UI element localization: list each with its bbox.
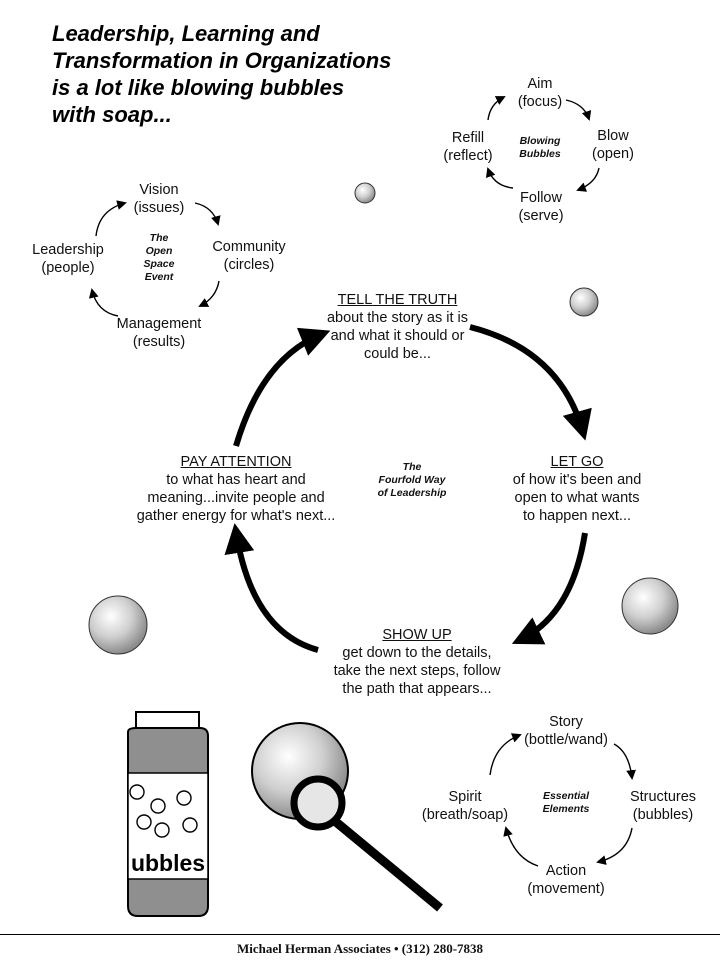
stage-pay-attention: PAY ATTENTION to what has heart and mean… [126, 453, 346, 525]
node-refill-title: Refill [451, 130, 485, 146]
bubble-small-right [569, 287, 599, 317]
stage-text: could be... [364, 346, 431, 362]
bubble-small-top [354, 182, 376, 204]
stage-text: take the next steps, follow [333, 663, 501, 679]
stage-text: get down to the details, [342, 645, 492, 661]
node-aim: Aim (focus) [490, 75, 590, 111]
node-spirit: Spirit (breath/soap) [410, 788, 520, 824]
stage-title: LET GO [550, 454, 604, 470]
node-aim-sub: (focus) [517, 94, 563, 110]
node-story: Story (bottle/wand) [506, 713, 626, 749]
stage-tell-the-truth: TELL THE TRUTH about the story as it is … [310, 291, 485, 363]
node-management-title: Management [116, 316, 202, 332]
bubble-wand-illustration [251, 722, 443, 912]
stage-text: and what it should or [330, 328, 465, 344]
node-leadership-sub: (people) [41, 260, 95, 276]
stage-title: PAY ATTENTION [180, 454, 292, 470]
stage-text: to happen next... [522, 508, 632, 524]
stage-text: to what has heart and [166, 472, 306, 488]
heading-line: Transformation in Organizations [52, 48, 392, 73]
node-follow-sub: (serve) [518, 208, 564, 224]
stage-text: open to what wants [514, 490, 640, 506]
node-follow: Follow (serve) [491, 189, 591, 225]
center-line: The [402, 461, 422, 473]
center-line: Open [145, 245, 173, 257]
stage-let-go: LET GO of how it's been and open to what… [497, 453, 657, 525]
center-line: Essential [542, 790, 590, 802]
node-community-sub: (circles) [223, 257, 275, 273]
node-structures: Structures (bubbles) [608, 788, 718, 824]
center-line: Event [144, 271, 174, 283]
center-line: of Leadership [377, 487, 447, 499]
bubbles-cycle-center: Blowing Bubbles [500, 135, 580, 161]
node-management: Management (results) [104, 315, 214, 351]
fourfold-cycle-arrows [224, 324, 592, 653]
node-leadership: Leadership (people) [18, 241, 118, 277]
heading-line: with soap... [52, 102, 172, 127]
node-spirit-sub: (breath/soap) [421, 807, 509, 823]
center-line: Elements [542, 803, 590, 815]
node-action: Action (movement) [506, 862, 626, 898]
node-story-title: Story [549, 714, 583, 730]
open-space-cycle-center: The Open Space Event [119, 232, 199, 284]
bubble-medium-right [621, 577, 679, 635]
heading-line: is a lot like blowing bubbles [52, 75, 345, 100]
stage-show-up: SHOW UP get down to the details, take th… [315, 626, 519, 698]
node-refill-sub: (reflect) [443, 148, 493, 164]
center-line: Bubbles [519, 148, 561, 160]
stage-text: gather energy for what's next... [136, 508, 336, 524]
page-heading: Leadership, Learning and Transformation … [52, 20, 391, 128]
node-structures-sub: (bubbles) [632, 807, 694, 823]
node-vision: Vision (issues) [109, 181, 209, 217]
stage-text: about the story as it is [326, 310, 469, 326]
node-spirit-title: Spirit [448, 789, 482, 805]
stage-text: the path that appears... [342, 681, 492, 697]
node-vision-sub: (issues) [133, 200, 185, 216]
stage-text: of how it's been and [512, 472, 642, 488]
node-refill: Refill (reflect) [418, 129, 518, 165]
bubbles-cycle-arrows [485, 96, 600, 192]
node-story-sub: (bottle/wand) [524, 732, 608, 748]
node-follow-title: Follow [520, 190, 562, 206]
footer-divider [0, 934, 720, 935]
node-leadership-title: Leadership [32, 242, 104, 258]
bubble-medium-left [88, 595, 148, 655]
node-community: Community (circles) [194, 238, 304, 274]
node-action-title: Action [545, 863, 587, 879]
bubble-jar-illustration: ubbles [127, 711, 209, 917]
stage-text: meaning...invite people and [147, 490, 325, 506]
footer-contact: Michael Herman Associates • (312) 280-78… [236, 941, 484, 956]
center-line: Fourfold Way [378, 474, 446, 486]
node-community-title: Community [212, 239, 286, 255]
node-blow-sub: (open) [592, 146, 634, 162]
stage-title: TELL THE TRUTH [337, 292, 458, 308]
essential-cycle-center: Essential Elements [526, 790, 606, 816]
stage-title: SHOW UP [382, 627, 452, 643]
center-line: Space [143, 258, 175, 270]
node-management-sub: (results) [132, 334, 186, 350]
open-space-cycle-arrows [88, 200, 221, 317]
node-blow-title: Blow [597, 128, 629, 144]
node-structures-title: Structures [629, 789, 697, 805]
node-aim-title: Aim [527, 76, 553, 92]
fourfold-cycle-center: The Fourfold Way of Leadership [362, 461, 462, 500]
jar-label: ubbles [131, 850, 205, 876]
center-line: The [149, 232, 169, 244]
node-blow: Blow (open) [563, 127, 663, 163]
node-action-sub: (movement) [527, 881, 605, 897]
heading-line: Leadership, Learning and [52, 21, 320, 46]
essential-cycle-arrows [489, 733, 636, 867]
center-line: Blowing [519, 135, 561, 147]
node-vision-title: Vision [139, 182, 179, 198]
